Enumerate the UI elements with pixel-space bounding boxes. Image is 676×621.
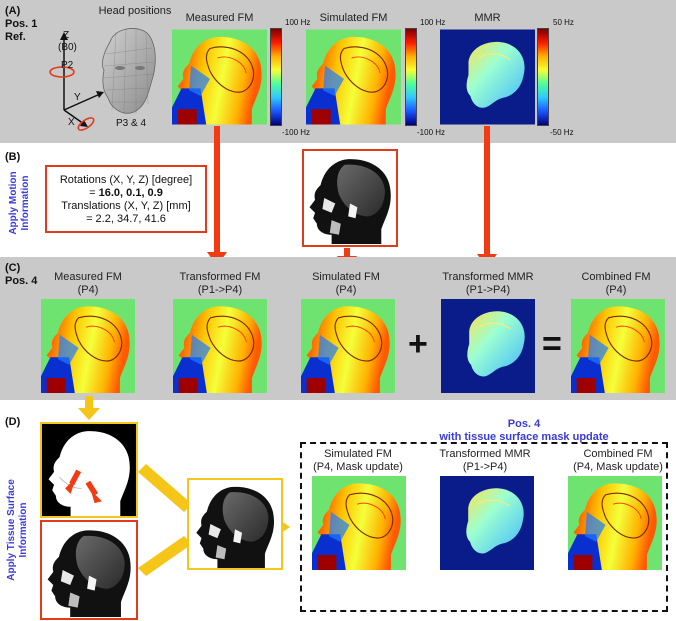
d-panel-title: Transformed MMR(P1->P4) xyxy=(439,448,531,473)
c-panel-title: Transformed FM(P1->P4) xyxy=(179,271,261,296)
c-transformed-mmr-map xyxy=(440,299,536,393)
arrow-sim-b-to-c xyxy=(344,248,350,258)
p34-label: P3 & 4 xyxy=(116,118,147,129)
plus-operator: + xyxy=(408,325,428,363)
cbar-sim-bottom: -100 Hz xyxy=(417,128,446,137)
axis-triad-icon xyxy=(49,32,104,131)
apply-motion-label: Apply Motion Information xyxy=(8,171,31,235)
sim-colorbar xyxy=(405,28,417,126)
d-combined-fm-map xyxy=(568,476,662,570)
measured-fm-title: Measured FM xyxy=(185,12,254,24)
updated-head-image xyxy=(191,480,279,568)
section-d: (D) Apply Tissue Surface Information xyxy=(0,396,676,621)
section-c: (C) Pos. 4 Measured FM(P4) Transformed F… xyxy=(0,257,676,400)
tissue-head-image-d xyxy=(42,523,136,617)
mmr-title: MMR xyxy=(474,12,501,24)
cbar-fm-top: 100 Hz xyxy=(285,18,311,27)
section-a-pos: Pos. 1 xyxy=(5,18,38,30)
translations-values: = 2.2, 34.7, 41.6 xyxy=(86,213,166,225)
cbar-mmr-bottom: -50 Hz xyxy=(550,128,574,137)
arrow-mmr-to-transformed xyxy=(484,126,490,256)
c-simulated-fm-map xyxy=(300,299,396,393)
c-panel-title: Combined FM(P4) xyxy=(581,271,651,296)
arrow-yellow-down xyxy=(78,396,100,420)
apply-tissue-label: Apply Tissue Surface Information xyxy=(6,479,29,581)
c-panel-title: Measured FM(P4) xyxy=(54,271,122,296)
updated-head-box xyxy=(187,478,283,570)
arrow-measured-to-transformed xyxy=(214,126,220,254)
cbar-fm-bottom: -100 Hz xyxy=(282,128,311,137)
d-simulated-fm-map xyxy=(312,476,406,570)
rotations-values: = 16.0, 0.1, 0.9 xyxy=(89,187,163,199)
mmr-map xyxy=(440,28,535,126)
mask-update-dashed-box xyxy=(300,442,668,612)
section-c-pos: Pos. 4 xyxy=(5,275,38,287)
d-panel-title: Simulated FM(P4, Mask update) xyxy=(313,448,403,473)
section-c-tag: (C) xyxy=(5,262,21,274)
rotation-arrow-icon xyxy=(49,66,75,78)
equals-operator: = xyxy=(542,325,562,363)
axis-z-label: Z xyxy=(63,30,70,41)
cbar-sim-top: 100 Hz xyxy=(420,18,446,27)
mask-head-box xyxy=(40,422,138,518)
rotations-label: Rotations (X, Y, Z) [degree] xyxy=(59,174,193,186)
d-panel-title: Combined FM(P4, Mask update) xyxy=(573,448,663,473)
c-panel-title: Transformed MMR(P1->P4) xyxy=(442,271,534,296)
head-positions-title: Head positions xyxy=(98,5,172,17)
section-d-tag: (D) xyxy=(5,416,21,428)
motion-info-box: Rotations (X, Y, Z) [degree] = 16.0, 0.1… xyxy=(45,165,207,233)
mmr-colorbar xyxy=(537,28,549,126)
p2-label: P2 xyxy=(61,60,74,71)
section-b: (B) Apply Motion Information Rotations (… xyxy=(0,143,676,257)
fm-colorbar xyxy=(270,28,282,126)
c-transformed-fm-map xyxy=(172,299,268,393)
axis-y-label: Y xyxy=(74,92,81,103)
axis-x-label: X xyxy=(68,117,75,128)
measured-fm-map xyxy=(172,28,267,126)
section-a-ref: Ref. xyxy=(5,31,26,43)
tissue-head-image xyxy=(304,152,396,244)
cbar-mmr-top: 50 Hz xyxy=(553,18,574,27)
simulated-fm-title: Simulated FM xyxy=(319,12,388,24)
section-a-tag: (A) xyxy=(5,5,21,17)
d-transformed-mmr-map xyxy=(440,476,534,570)
gray-head-box-b xyxy=(302,149,398,247)
translations-label: Translations (X, Y, Z) [mm] xyxy=(61,200,191,212)
mask-head-image xyxy=(43,424,135,516)
section-b-tag: (B) xyxy=(5,151,21,163)
gray-head-box-d xyxy=(40,520,138,620)
head-mesh-icon xyxy=(102,27,156,115)
section-a: (A) Pos. 1 Ref. Head positions Z (B0) P2… xyxy=(0,0,676,143)
dash-box-title: Pos. 4 with tissue surface mask update xyxy=(439,418,609,443)
c-panel-title: Simulated FM(P4) xyxy=(312,271,380,296)
simulated-fm-map xyxy=(306,28,401,126)
axis-b0-label: (B0) xyxy=(58,42,77,53)
c-measured-fm-map xyxy=(40,299,136,393)
c-combined-fm-map xyxy=(570,299,666,393)
